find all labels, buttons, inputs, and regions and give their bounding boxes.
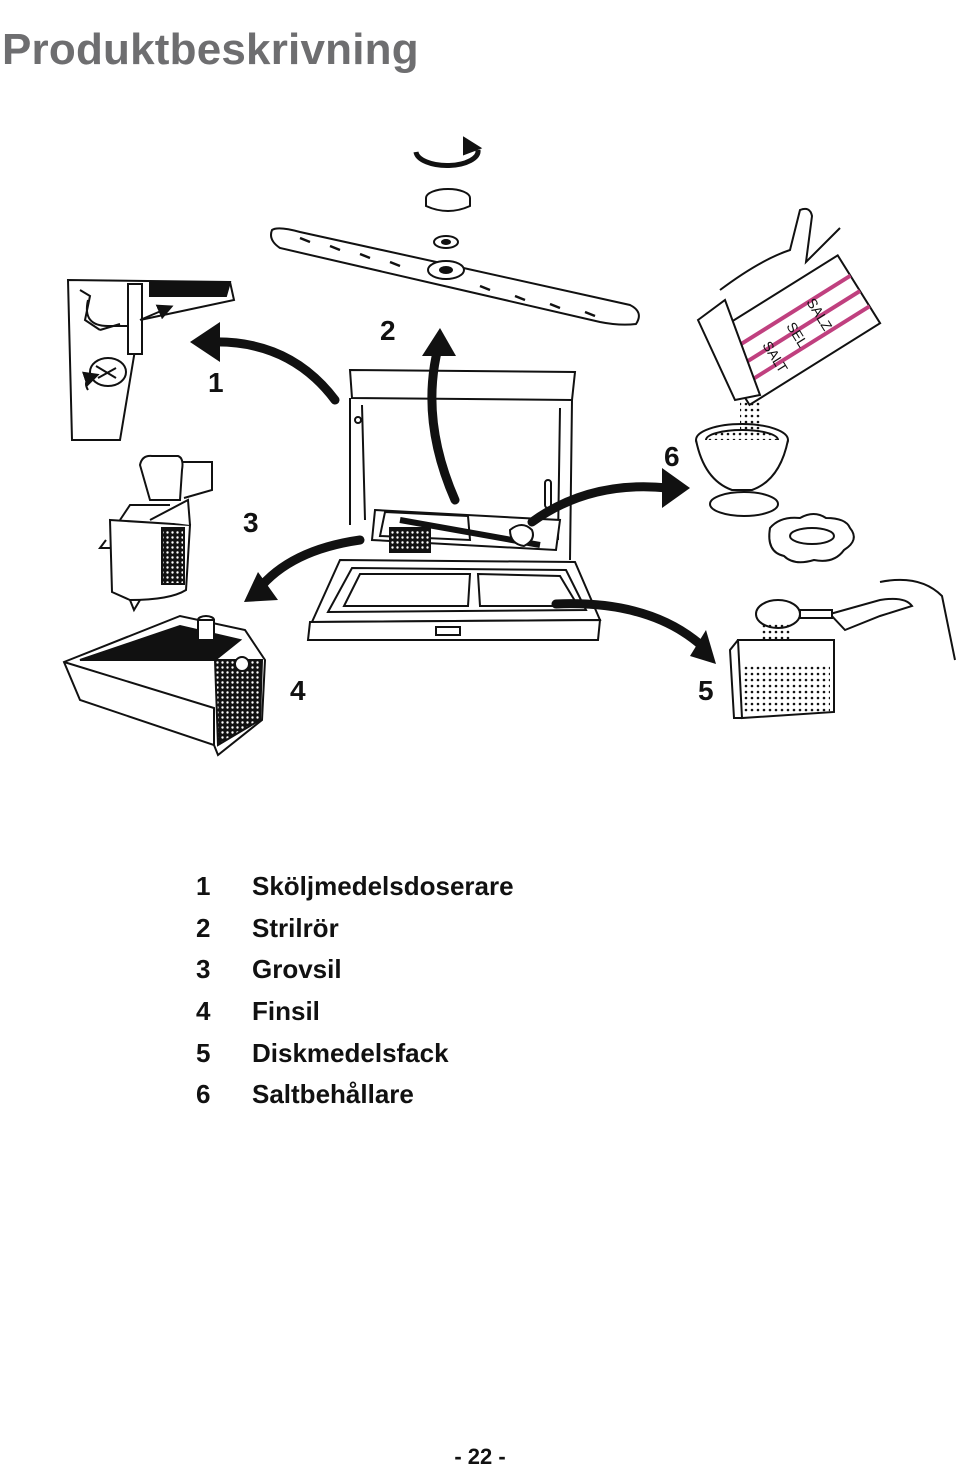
legend-label: Finsil bbox=[252, 996, 320, 1027]
legend-item: 3 Grovsil bbox=[196, 949, 514, 991]
pointer-arrows bbox=[207, 337, 707, 651]
page-number: - 22 - bbox=[454, 1444, 506, 1469]
product-illustration: SALT SEL SALZ 1 2 3 4 bbox=[62, 136, 956, 757]
legend-number: 5 bbox=[196, 1037, 211, 1068]
legend-label: Sköljmedelsdoserare bbox=[252, 871, 514, 902]
salt-container-drawing: SALT SEL SALZ bbox=[695, 207, 882, 564]
legend-item: 1 Sköljmedelsdoserare bbox=[196, 866, 514, 908]
legend-label: Strilrör bbox=[252, 912, 339, 943]
callout-3: 3 bbox=[243, 507, 259, 538]
spray-arm-drawing bbox=[270, 136, 640, 326]
callout-5: 5 bbox=[698, 675, 714, 706]
callout-4: 4 bbox=[290, 675, 306, 706]
rinse-aid-dispenser-drawing bbox=[66, 278, 236, 441]
legend-item: 6 Saltbehållare bbox=[196, 1074, 514, 1116]
legend-label: Saltbehållare bbox=[252, 1079, 414, 1110]
legend-number: 6 bbox=[196, 1079, 211, 1110]
legend-item: 2 Strilrör bbox=[196, 908, 514, 950]
detergent-compartment-drawing bbox=[728, 578, 956, 720]
arrow-heads bbox=[190, 322, 716, 664]
legend-item: 4 Finsil bbox=[196, 991, 514, 1033]
page-title: Produktbeskrivning bbox=[2, 25, 419, 75]
legend-number: 2 bbox=[196, 912, 211, 943]
legend-number: 3 bbox=[196, 954, 211, 985]
fine-filter-drawing bbox=[62, 614, 267, 757]
callout-6: 6 bbox=[664, 441, 680, 472]
dishwasher-drawing bbox=[306, 368, 602, 641]
legend-list: 1 Sköljmedelsdoserare 2 Strilrör 3 Grovs… bbox=[196, 866, 514, 1116]
legend-number: 1 bbox=[196, 871, 211, 902]
callout-1: 1 bbox=[208, 367, 224, 398]
legend-item: 5 Diskmedelsfack bbox=[196, 1032, 514, 1074]
legend-label: Grovsil bbox=[252, 954, 342, 985]
callout-2: 2 bbox=[380, 315, 396, 346]
legend-number: 4 bbox=[196, 996, 211, 1027]
legend-label: Diskmedelsfack bbox=[252, 1037, 449, 1068]
coarse-filter-drawing bbox=[98, 454, 213, 613]
